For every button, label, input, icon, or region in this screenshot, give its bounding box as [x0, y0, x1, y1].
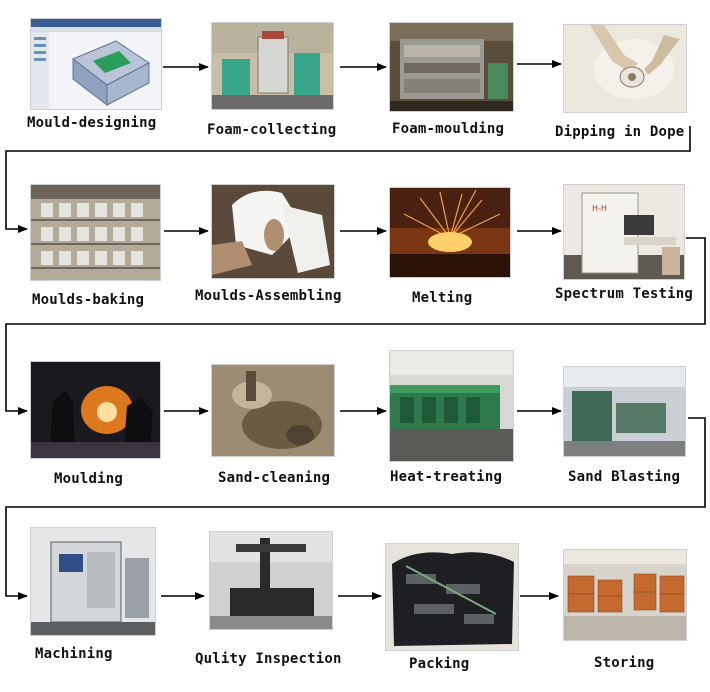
- photo-foam-moulding: [389, 22, 514, 112]
- photo-heat-treating: [389, 350, 514, 462]
- label-moulds-assembling: Moulds-Assembling: [195, 288, 342, 304]
- connector-row2-row3: [5, 237, 706, 415]
- label-heat-treating: Heat-treating: [390, 469, 503, 485]
- photo-mould-designing: [30, 18, 162, 110]
- photo-dipping-in-dope: [563, 24, 687, 113]
- photo-moulding: [30, 361, 161, 459]
- label-mould-designing: Mould-designing: [27, 115, 157, 131]
- label-dipping-in-dope: Dipping in Dope: [555, 124, 685, 140]
- label-foam-moulding: Foam-moulding: [392, 121, 505, 137]
- label-melting: Melting: [412, 290, 473, 306]
- label-packing: Packing: [409, 656, 470, 672]
- photo-sand-cleaning: [211, 364, 335, 457]
- label-moulding: Moulding: [54, 471, 124, 487]
- photo-spectrum-testing: H-H: [563, 184, 685, 280]
- label-moulds-baking: Moulds-baking: [32, 292, 145, 308]
- label-quality-inspection: Qulity Inspection: [195, 651, 342, 667]
- photo-sand-blasting: [563, 366, 686, 457]
- label-foam-collecting: Foam-collecting: [207, 122, 337, 138]
- connector-row1-row2: [5, 126, 691, 233]
- photo-melting: [389, 187, 511, 278]
- photo-foam-collecting: [211, 22, 334, 110]
- label-machining: Machining: [35, 646, 113, 662]
- photo-packing: [385, 543, 519, 651]
- photo-machining: [30, 527, 156, 636]
- photo-moulds-assembling: [211, 184, 335, 279]
- photo-moulds-baking: [30, 184, 161, 281]
- photo-storing: [563, 549, 687, 641]
- photo-quality-inspection: [209, 531, 333, 630]
- svg-text:H-H: H-H: [592, 204, 607, 213]
- label-sand-cleaning: Sand-cleaning: [218, 470, 331, 486]
- label-spectrum-testing: Spectrum Testing: [555, 286, 694, 302]
- label-storing: Storing: [594, 655, 655, 671]
- label-sand-blasting: Sand Blasting: [568, 469, 681, 485]
- connector-row3-row4: [5, 417, 706, 600]
